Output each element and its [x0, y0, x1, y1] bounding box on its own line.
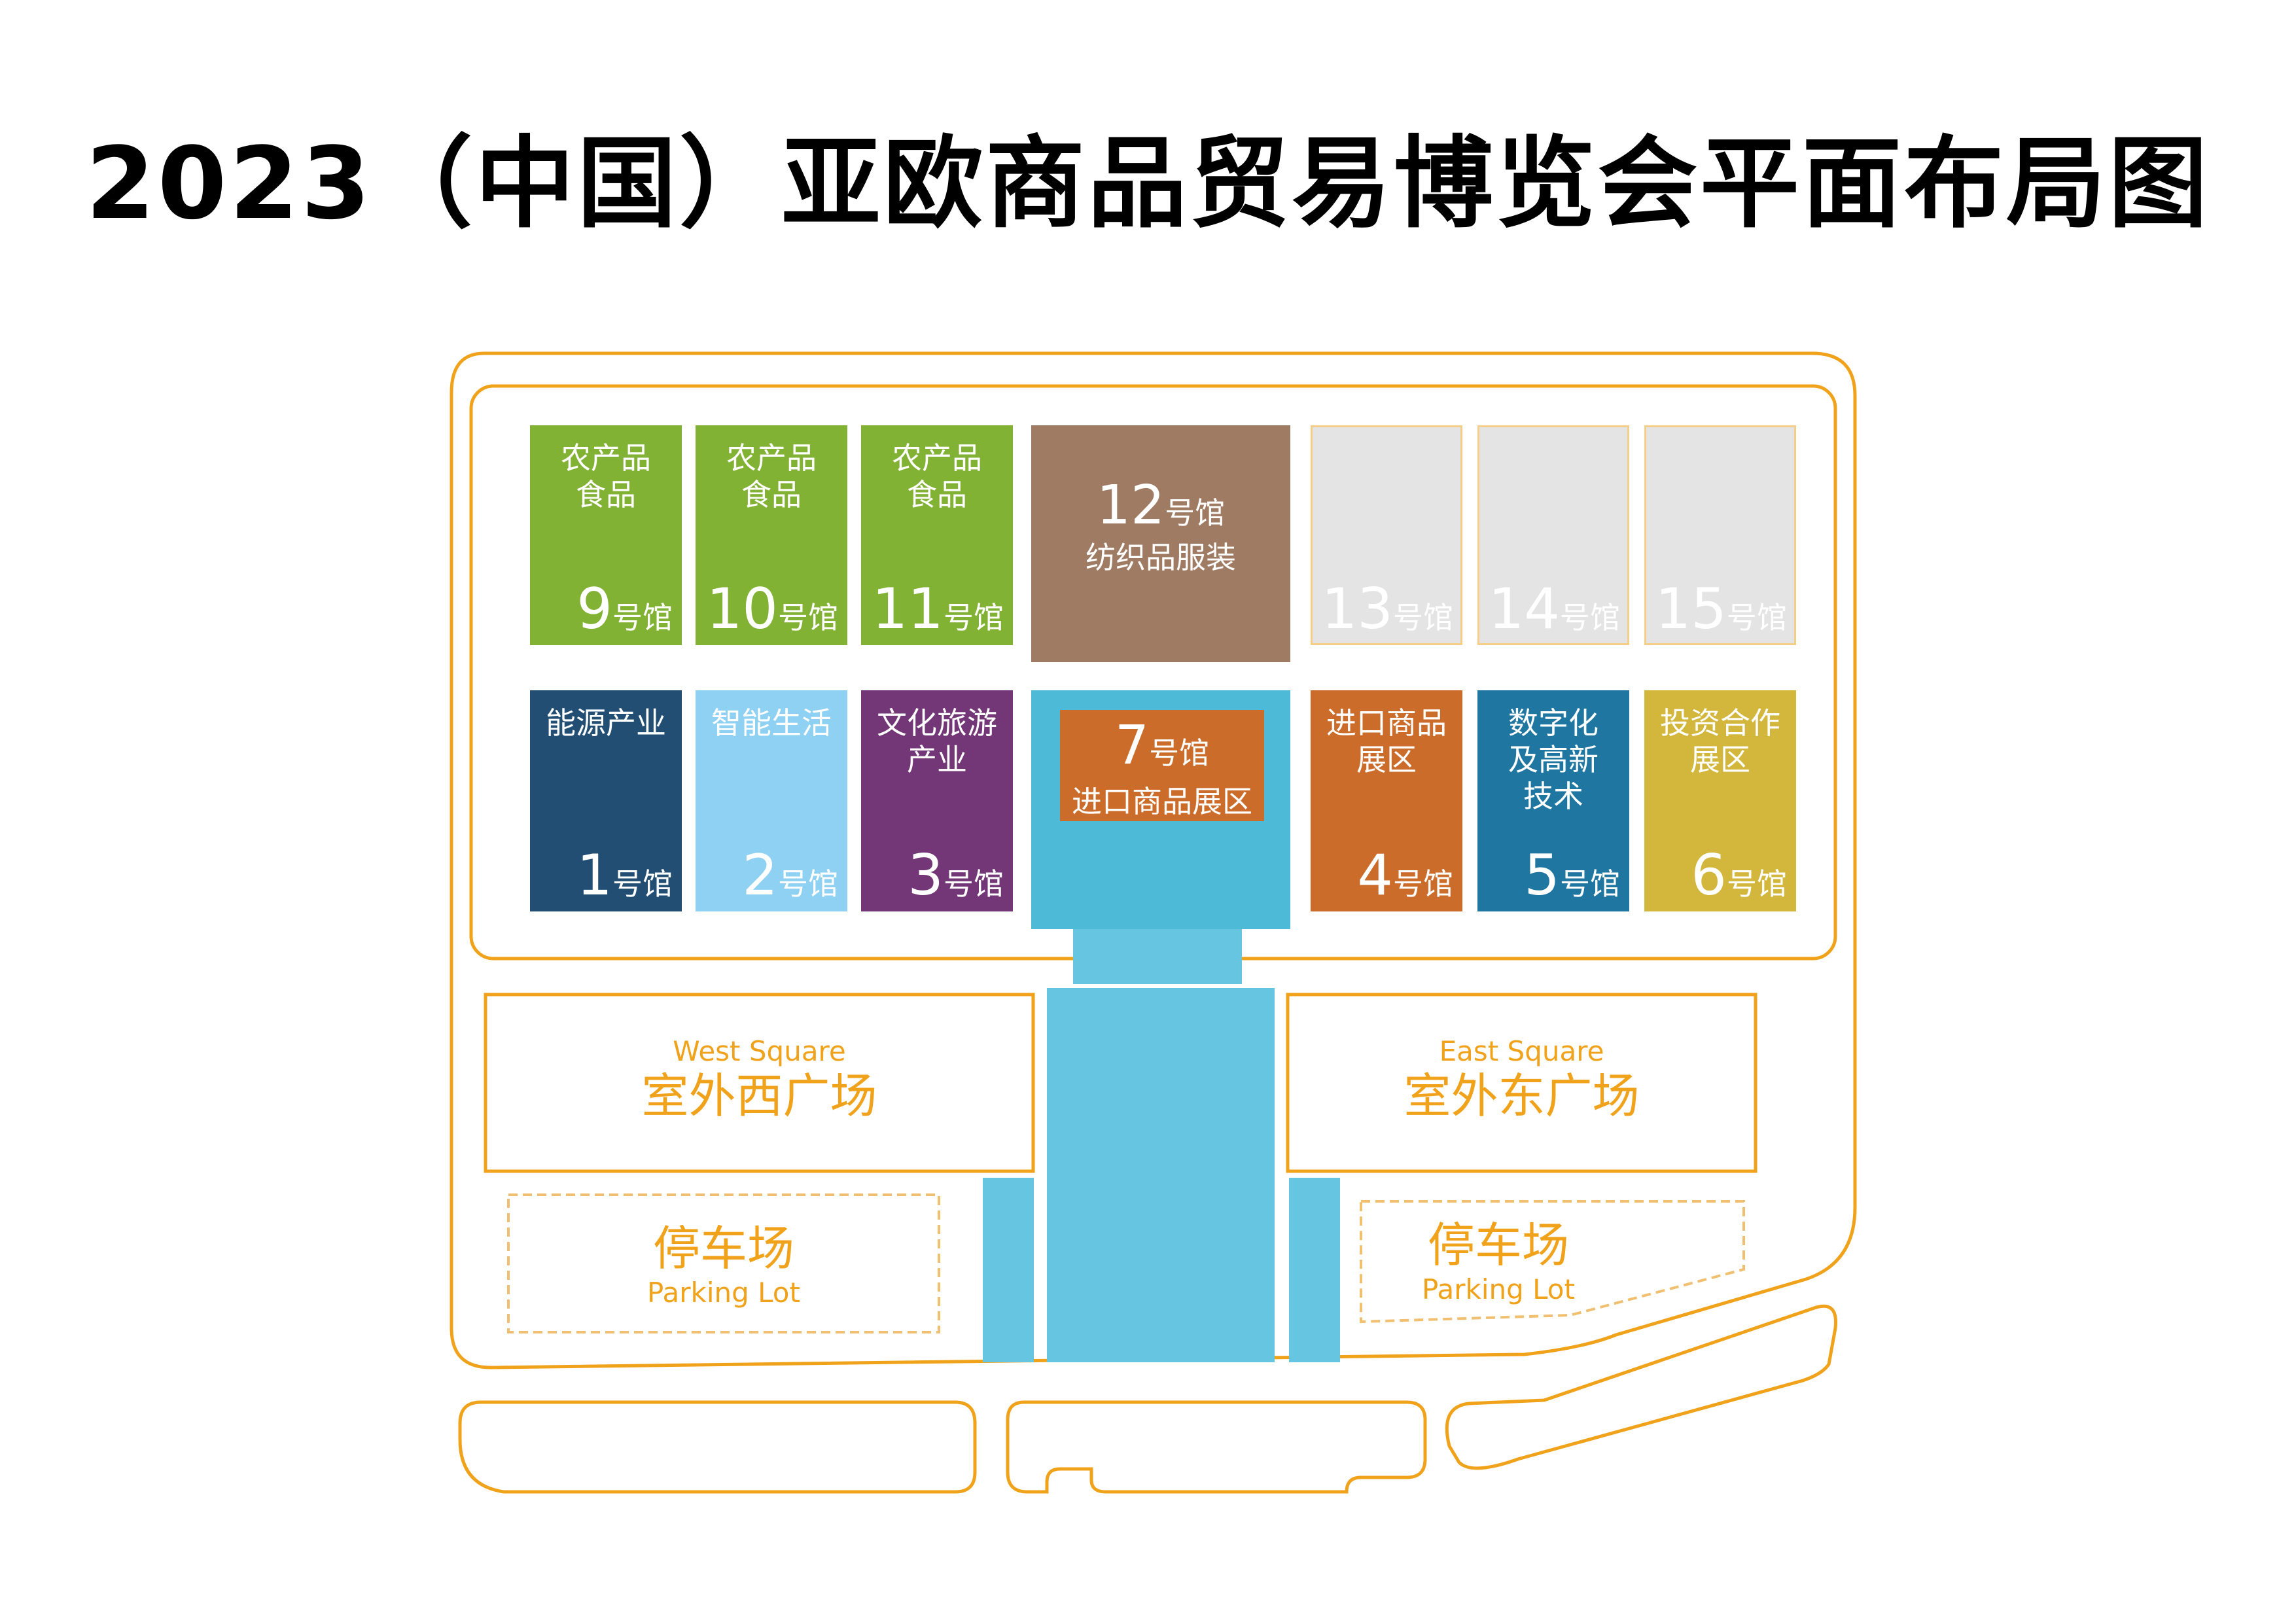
road-block-east: [1445, 1304, 1838, 1470]
hall-7-panel: 7号馆 进口商品展区: [1060, 710, 1264, 821]
west-parking-en: Parking Lot: [647, 1277, 800, 1309]
west-square-zh: 室外西广场: [641, 1068, 877, 1123]
hall-2-number: 2号馆: [742, 843, 838, 908]
east-parking-area: [1360, 1200, 1745, 1324]
side-corridor-west: [983, 1178, 1034, 1362]
hall-7[interactable]: 7号馆 进口商品展区: [1031, 690, 1290, 929]
hall-2[interactable]: 智能生活 2号馆: [696, 690, 847, 911]
west-parking[interactable]: 停车场 Parking Lot: [508, 1220, 939, 1309]
central-corridor: [1047, 988, 1275, 1362]
hall-4[interactable]: 进口商品 展区 4号馆: [1311, 690, 1462, 911]
hall-9[interactable]: 农产品 食品 9号馆: [530, 425, 682, 645]
west-parking-area: [507, 1193, 940, 1333]
hall-1-number: 1号馆: [576, 843, 673, 908]
hall-9-label: 农产品 食品: [561, 440, 651, 512]
west-square-en: West Square: [673, 1035, 846, 1067]
hall-12-title: 12号馆: [1096, 474, 1226, 537]
hall-13[interactable]: 13号馆: [1311, 425, 1462, 645]
hall-7-label: 进口商品展区: [1072, 784, 1252, 819]
hall-3-label: 文化旅游 产业: [877, 705, 997, 777]
hall-4-label: 进口商品 展区: [1326, 705, 1447, 777]
west-square[interactable]: West Square 室外西广场: [486, 1035, 1033, 1124]
hall-6-label: 投资合作 展区: [1660, 705, 1780, 777]
hall-15[interactable]: 15号馆: [1644, 425, 1796, 645]
hall-6[interactable]: 投资合作 展区 6号馆: [1644, 690, 1796, 911]
hall-11-label: 农产品 食品: [892, 440, 982, 512]
east-parking-en: Parking Lot: [1422, 1273, 1575, 1305]
hall-3[interactable]: 文化旅游 产业 3号馆: [861, 690, 1013, 911]
hall-7-title: 7号馆: [1114, 715, 1210, 777]
east-square-area: [1286, 993, 1757, 1173]
hall-11[interactable]: 农产品 食品 11号馆: [861, 425, 1013, 645]
west-square-area: [484, 993, 1035, 1173]
venue-boundary: [450, 351, 1857, 1369]
hall-10-label: 农产品 食品: [726, 440, 817, 512]
hall-12-label: 纺织品服装: [1086, 540, 1236, 575]
page-title: 2023（中国）亚欧商品贸易博览会平面布局图: [85, 126, 2211, 241]
hall-9-number: 9号馆: [576, 576, 673, 642]
hall-4-number: 4号馆: [1357, 843, 1453, 908]
east-square-zh: 室外东广场: [1404, 1068, 1640, 1123]
hall-11-number: 11号馆: [872, 576, 1004, 642]
hall-3-number: 3号馆: [908, 843, 1004, 908]
road-block-west: [458, 1400, 977, 1494]
west-parking-zh: 停车场: [652, 1221, 794, 1276]
hall-14-number: 14号馆: [1488, 576, 1620, 642]
east-parking-zh: 停车场: [1427, 1218, 1569, 1273]
hall-6-number: 6号馆: [1691, 843, 1787, 908]
east-square-en: East Square: [1439, 1035, 1604, 1067]
central-connector: [1073, 929, 1242, 984]
hall-1-label: 能源产业: [546, 705, 666, 741]
hall-10[interactable]: 农产品 食品 10号馆: [696, 425, 847, 645]
hall-14[interactable]: 14号馆: [1477, 425, 1629, 645]
hall-5[interactable]: 数字化 及高新 技术 5号馆: [1477, 690, 1629, 911]
east-parking[interactable]: 停车场 Parking Lot: [1361, 1217, 1636, 1306]
hall-5-label: 数字化 及高新 技术: [1508, 705, 1598, 814]
road-block-middle: [1006, 1400, 1427, 1494]
hall-5-number: 5号馆: [1524, 843, 1620, 908]
hall-1[interactable]: 能源产业 1号馆: [530, 690, 682, 911]
hall-2-label: 智能生活: [711, 705, 832, 741]
hall-13-number: 13号馆: [1321, 576, 1453, 642]
side-corridor-east: [1289, 1178, 1340, 1362]
east-square[interactable]: East Square 室外东广场: [1288, 1035, 1756, 1124]
hall-10-number: 10号馆: [706, 576, 838, 642]
hall-12[interactable]: 12号馆 纺织品服装: [1031, 425, 1290, 662]
hall-15-number: 15号馆: [1655, 576, 1787, 642]
